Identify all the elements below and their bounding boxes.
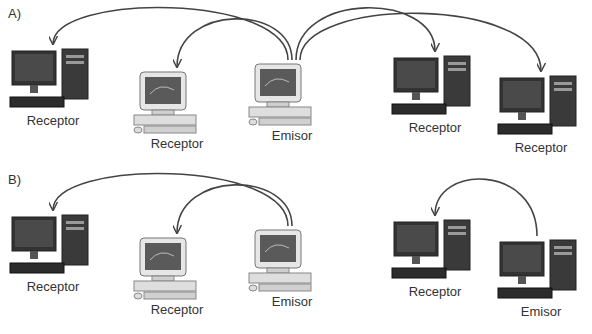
computer-icon: [130, 68, 220, 134]
computer-node: Receptor: [388, 52, 482, 135]
computer-node: Receptor: [6, 211, 100, 294]
role-label: Emisor: [245, 128, 339, 143]
computer-icon: [6, 45, 96, 111]
role-label: Receptor: [130, 302, 224, 317]
panel-label: B): [8, 172, 21, 187]
role-label: Receptor: [494, 140, 588, 155]
computer-icon: [245, 226, 335, 292]
computer-node: Receptor: [130, 234, 224, 317]
signal-connector: [177, 185, 292, 233]
computer-node: Emisor: [494, 236, 588, 319]
panel-label: A): [8, 6, 21, 21]
computer-node: Receptor: [494, 72, 588, 155]
signal-connector: [435, 179, 537, 236]
computer-node: Receptor: [130, 68, 224, 151]
role-label: Receptor: [130, 136, 224, 151]
computer-node: Emisor: [245, 60, 339, 143]
computer-node: Receptor: [6, 45, 100, 128]
computer-icon: [494, 72, 584, 138]
computer-icon: [245, 60, 335, 126]
computer-icon: [388, 52, 478, 118]
computer-node: Emisor: [245, 226, 339, 309]
signal-connector: [177, 19, 292, 67]
role-label: Receptor: [388, 284, 482, 299]
computer-icon: [494, 236, 584, 302]
computer-icon: [388, 216, 478, 282]
role-label: Receptor: [6, 279, 100, 294]
role-label: Receptor: [388, 120, 482, 135]
computer-icon: [6, 211, 96, 277]
computer-node: Receptor: [388, 216, 482, 299]
role-label: Emisor: [245, 294, 339, 309]
role-label: Receptor: [6, 113, 100, 128]
role-label: Emisor: [494, 304, 588, 319]
computer-icon: [130, 234, 220, 300]
